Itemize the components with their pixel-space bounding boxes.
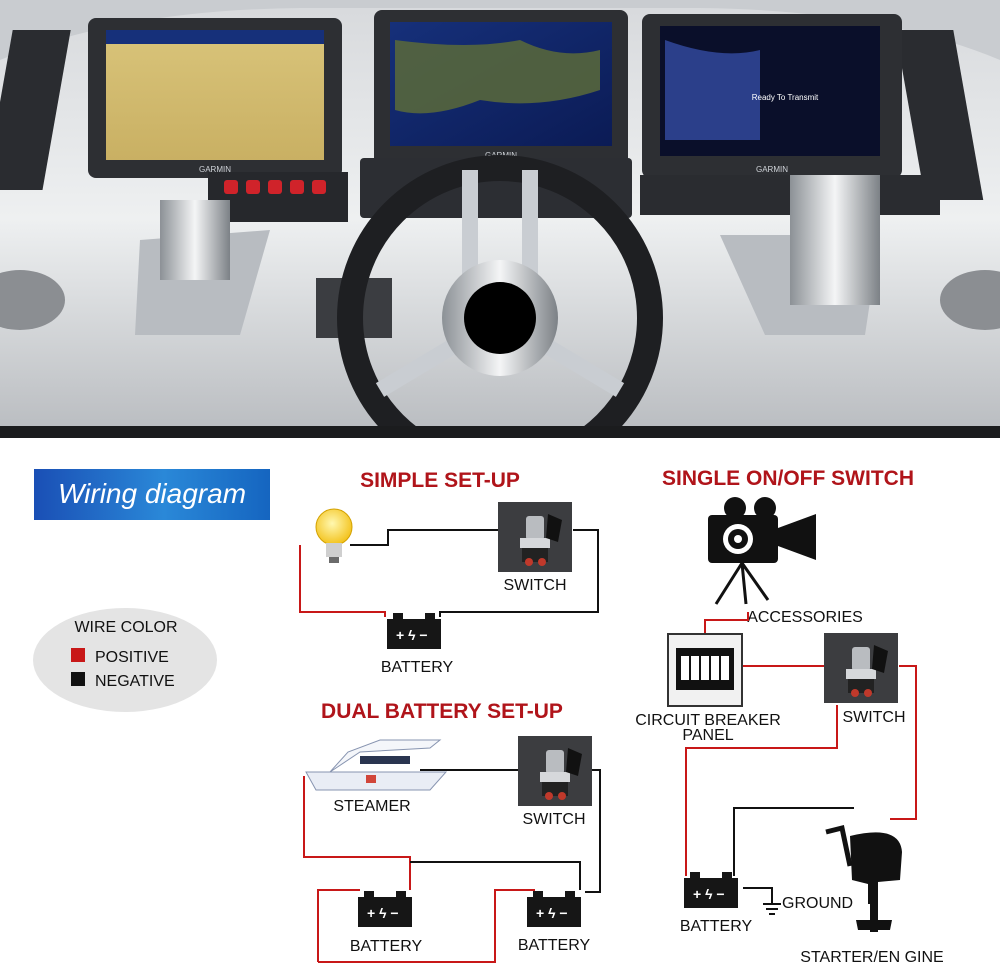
screen-brand: GARMIN [199,165,231,174]
switch-icon [518,736,592,806]
wiring-diagram-banner: Wiring diagram [34,469,270,520]
boat-dashboard-photo: GARMIN GARMIN Ready To Transmit GARMIN [0,0,1000,438]
video-camera-icon [708,497,816,605]
legend-title: WIRE COLOR [74,619,177,636]
switch-icon [824,633,898,703]
screen-center: GARMIN [374,10,628,166]
single-switch-label: SWITCH [842,709,905,726]
dual-setup-title: DUAL BATTERY SET-UP [321,700,563,723]
switch-icon [498,502,572,572]
screen-left: GARMIN [88,18,342,178]
simple-switch-label: SWITCH [503,577,566,594]
dual-battery-setup: DUAL BATTERY SET-UP STEAMER SWITCH BATTE… [303,700,601,963]
simple-setup: SIMPLE SET-UP SWITCH BATTERY [299,469,599,676]
outboard-engine-icon [825,824,902,932]
throttle-left [135,200,270,335]
light-bulb-icon [315,508,353,563]
legend-positive-label: POSITIVE [95,649,169,666]
battery-icon [527,891,581,927]
steering-wheel [337,155,663,438]
breaker-label-line1: CIRCUIT BREAKER [635,712,781,729]
screen-status: Ready To Transmit [752,93,819,102]
circuit-breaker-icon [667,633,743,707]
battery-icon [358,891,412,927]
dual-battery-b-label: BATTERY [518,937,591,954]
battery-icon [387,613,441,649]
screen-right: Ready To Transmit GARMIN [642,14,902,178]
breaker-label-line2: PANEL [682,727,733,744]
wire-color-legend: WIRE COLOR POSITIVE NEGATIVE [33,608,217,712]
banner-text: Wiring diagram [58,478,246,509]
throttle-right [720,175,880,335]
steamer-label: STEAMER [333,798,410,815]
left-vent [0,30,71,190]
single-switch-setup: SINGLE ON/OFF SWITCH ACCESSORIES [635,467,943,966]
negative-swatch [71,672,85,686]
battery-icon [684,872,738,908]
simple-battery-label: BATTERY [381,659,454,676]
ground-icon [763,903,781,915]
single-battery-label: BATTERY [680,918,753,935]
positive-swatch [71,648,85,662]
screen-brand: GARMIN [756,165,788,174]
accessories-label: ACCESSORIES [747,609,863,626]
single-setup-title: SINGLE ON/OFF SWITCH [662,467,914,490]
ground-label: GROUND [782,895,853,912]
legend-negative-label: NEGATIVE [95,673,175,690]
right-vent [895,30,984,200]
engine-label: STARTER/EN GINE [800,949,943,966]
dual-battery-a-label: BATTERY [350,938,423,955]
dual-switch-label: SWITCH [522,811,585,828]
simple-setup-title: SIMPLE SET-UP [360,469,520,492]
boat-icon [305,739,448,791]
